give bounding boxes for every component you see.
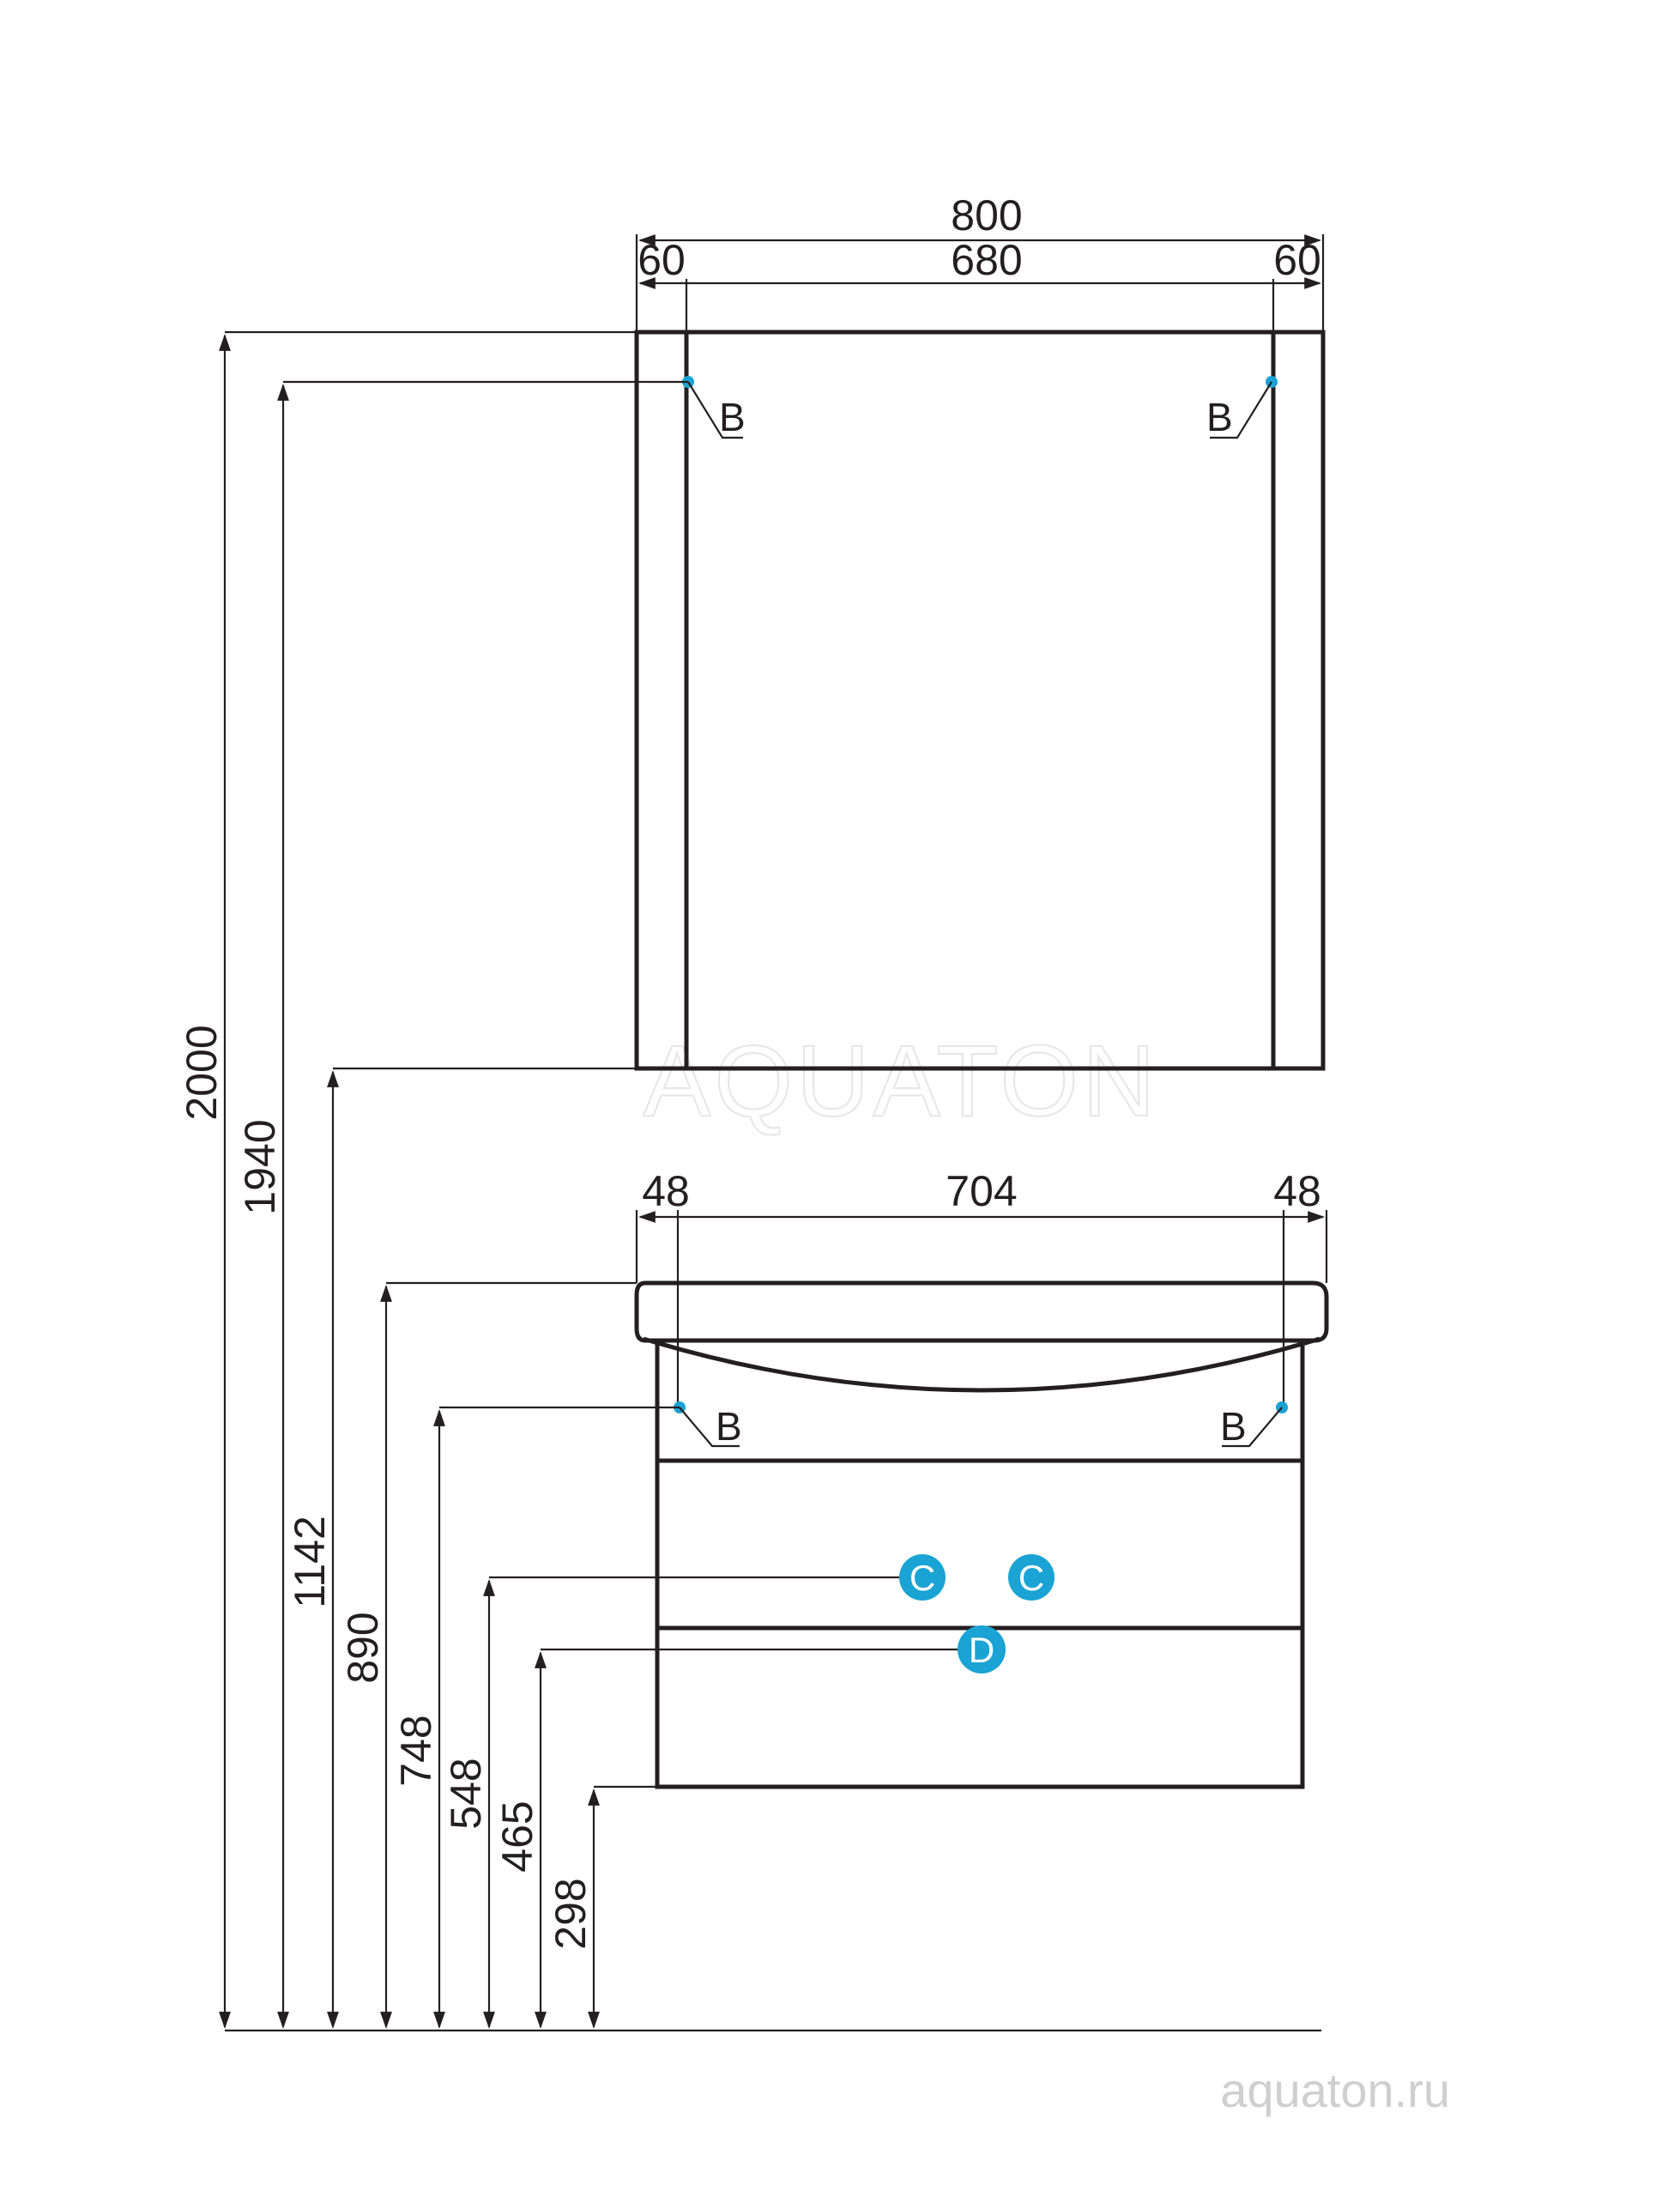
height-2000-label: 2000 [178,1025,226,1120]
mirror-mount-label-right: B [1206,395,1233,439]
cabinet-mount-label-right: B [1220,1404,1247,1449]
cabinet: 704 48 48 B B C C D [634,1167,1329,1789]
cabinet-inner-width-label: 704 [946,1167,1017,1215]
water-inlet-label-2: C [1018,1558,1044,1598]
water-inlet-label-1: C [909,1558,935,1598]
height-1940-label: 1940 [236,1119,284,1214]
brand-website: aquaton.ru [1220,2063,1450,2117]
mirror-outer-frame [634,330,1326,1071]
water-inlet-marker-1 [899,1554,946,1601]
mirror-left-side-label: 60 [638,236,686,284]
brand-watermark: AQUATON [644,1025,1159,1138]
cabinet-body [655,1338,1305,1789]
height-1142-label: 1142 [286,1516,334,1608]
water-inlet-marker-2 [1008,1554,1055,1601]
washbasin-bowl-curve [643,1336,1320,1393]
drain-label: D [969,1630,994,1670]
cabinet-left-side-label: 48 [642,1167,690,1215]
height-298-label: 298 [547,1878,595,1949]
mirror-inner-width-label: 680 [951,236,1022,284]
drain-marker [958,1625,1006,1673]
mirror: 800 680 60 60 B B [634,191,1326,1071]
cabinet-right-side-label: 48 [1273,1167,1321,1215]
height-890-label: 890 [339,1612,387,1683]
mirror-mount-label-left: B [719,395,746,439]
washbasin-top [634,1280,1329,1343]
mirror-total-width-label: 800 [951,191,1022,239]
cabinet-mount-label-left: B [716,1404,742,1449]
height-748-label: 748 [392,1715,440,1786]
height-465-label: 465 [493,1801,541,1872]
height-548-label: 548 [442,1758,490,1829]
mirror-right-side-label: 60 [1273,236,1321,284]
height-dimensions: 2000 1940 1142 890 748 548 465 298 [178,330,958,2029]
